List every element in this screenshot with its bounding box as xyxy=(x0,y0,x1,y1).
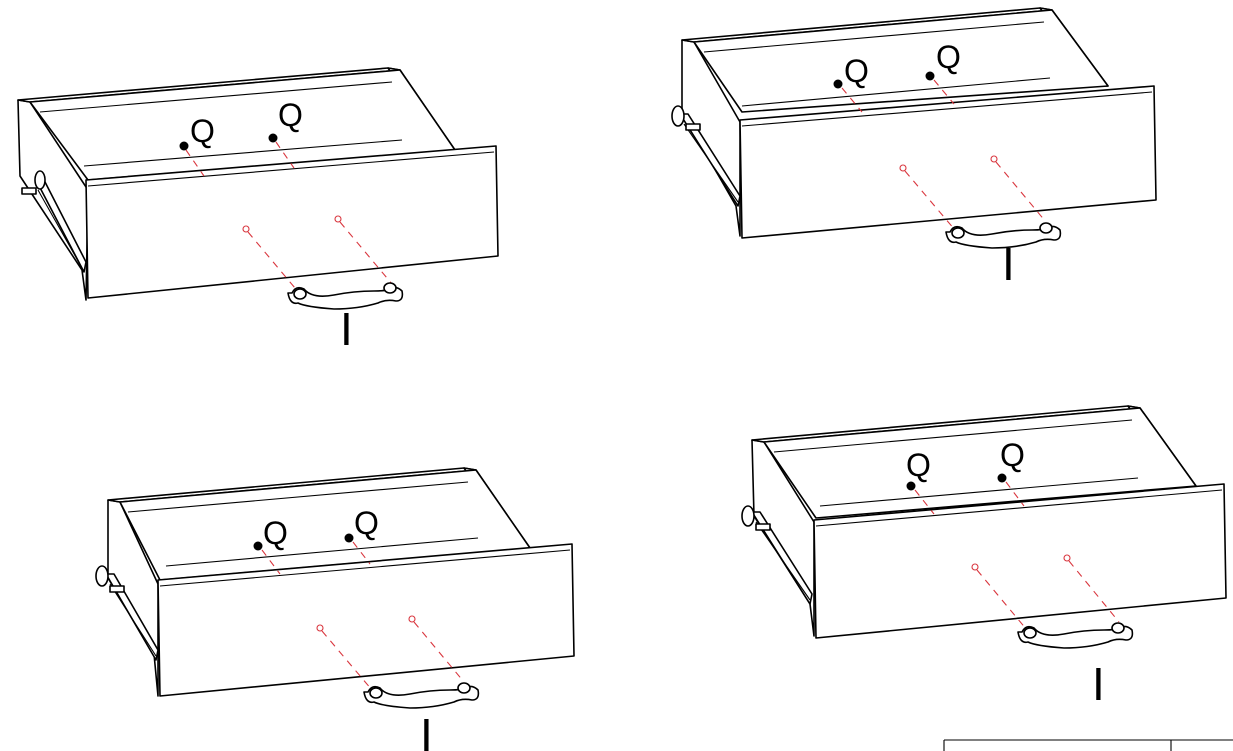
guide-line-1 xyxy=(976,569,1028,631)
guide-line-2 xyxy=(995,161,1047,223)
screw-label-q-2: Q xyxy=(354,505,379,541)
drawer-slide-rail xyxy=(671,105,741,207)
screw-label-q-2: Q xyxy=(1000,437,1025,473)
screw-q-2 xyxy=(344,533,371,565)
guide-line-2 xyxy=(1068,560,1120,623)
screw-label-q-2: Q xyxy=(278,97,303,133)
screw-q-2 xyxy=(925,71,955,105)
drawer-assembly-2: Q Q I xyxy=(671,7,1157,290)
parts-table-fragment xyxy=(943,739,1233,751)
screw-q-1 xyxy=(833,79,863,113)
front-hole-1 xyxy=(316,624,324,632)
screw-q-1 xyxy=(906,481,935,515)
screw-label-q-1: Q xyxy=(190,113,215,149)
drawer-slide-rail xyxy=(741,505,813,605)
screw-label-q-1: Q xyxy=(263,515,288,551)
drawer-slide-rail xyxy=(95,565,159,661)
drawer-front-panel xyxy=(85,145,499,299)
drawer-assembly-3: Q Q I xyxy=(95,467,575,751)
drawer-front-panel xyxy=(157,543,575,697)
front-hole-2 xyxy=(1063,554,1071,562)
drawer-assembly-4: Q Q I xyxy=(741,405,1227,710)
front-hole-1 xyxy=(242,225,250,233)
drawer-slide-rail xyxy=(21,170,87,273)
drawer-handle xyxy=(363,682,480,709)
drawer-front-panel xyxy=(813,483,1227,639)
screw-q-2 xyxy=(997,473,1025,507)
handle-label-i: I xyxy=(340,303,353,355)
screw-label-q-2: Q xyxy=(936,39,961,75)
front-hole-1 xyxy=(899,164,907,172)
drawer-front-panel xyxy=(739,85,1157,239)
guide-line-1 xyxy=(247,231,301,295)
handle-label-i: I xyxy=(1092,658,1105,710)
front-hole-1 xyxy=(971,563,979,571)
drawer-handle xyxy=(1017,622,1134,649)
guide-line-2 xyxy=(339,221,393,285)
front-hole-2 xyxy=(334,215,342,223)
front-hole-2 xyxy=(990,155,998,163)
screw-label-q-1: Q xyxy=(844,53,869,89)
guide-line-2 xyxy=(413,621,465,683)
front-hole-2 xyxy=(408,615,416,623)
screw-q-2 xyxy=(268,133,295,169)
screw-q-1 xyxy=(253,541,281,575)
handle-label-i: I xyxy=(1002,238,1015,290)
drawer-assembly-1: Q Q I xyxy=(17,67,499,355)
drawer-handle xyxy=(287,282,404,310)
screw-q-1 xyxy=(179,141,205,177)
drawer-bottom xyxy=(693,9,1109,113)
drawer-handle xyxy=(945,222,1062,249)
handle-label-i: I xyxy=(420,709,433,751)
screw-label-q-1: Q xyxy=(906,447,931,483)
